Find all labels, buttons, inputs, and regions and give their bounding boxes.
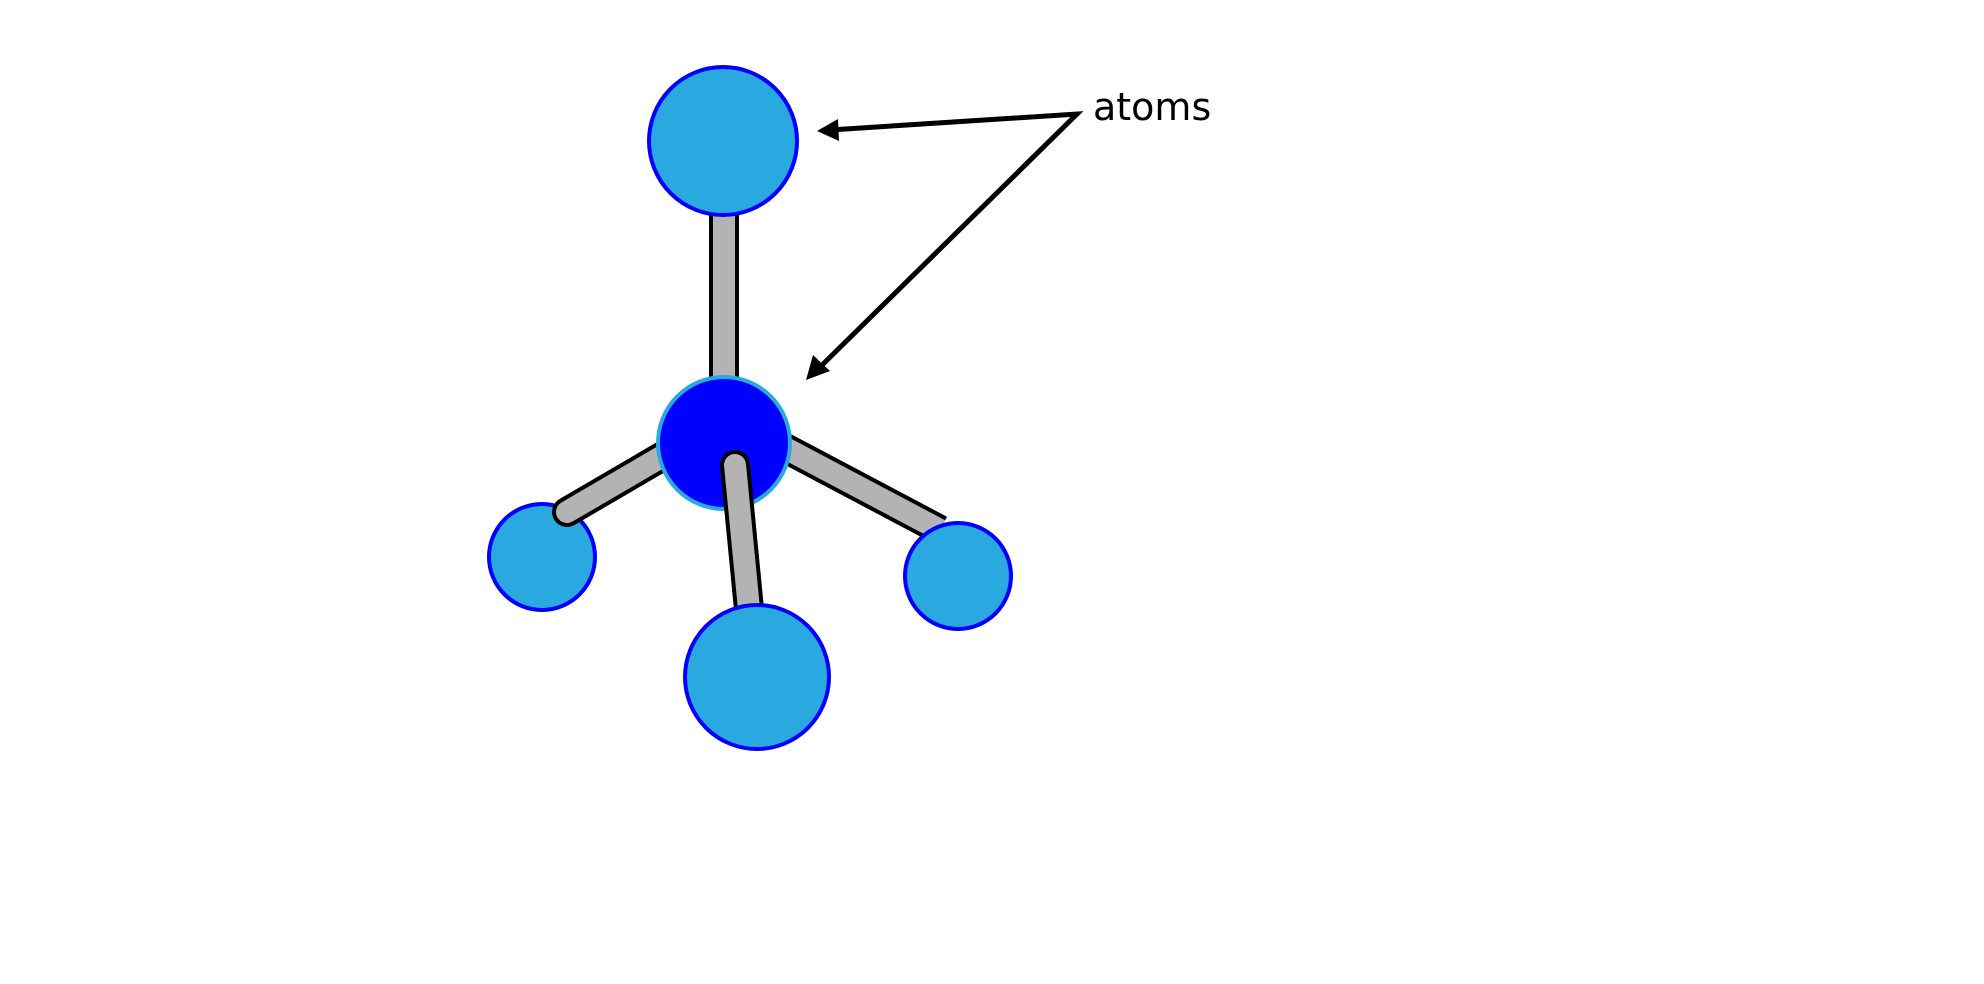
- atom-top: [647, 65, 799, 217]
- atoms-label: atoms: [1093, 85, 1211, 129]
- atom-right: [903, 521, 1013, 631]
- bond-right: [762, 426, 948, 544]
- annotation-arrows: [806, 111, 1084, 380]
- atom-center: [656, 375, 792, 511]
- arrowhead-top-icon: [817, 119, 839, 141]
- atom-bottom: [683, 603, 831, 751]
- arrowhead-center-icon: [806, 355, 830, 380]
- atom-left: [487, 502, 597, 612]
